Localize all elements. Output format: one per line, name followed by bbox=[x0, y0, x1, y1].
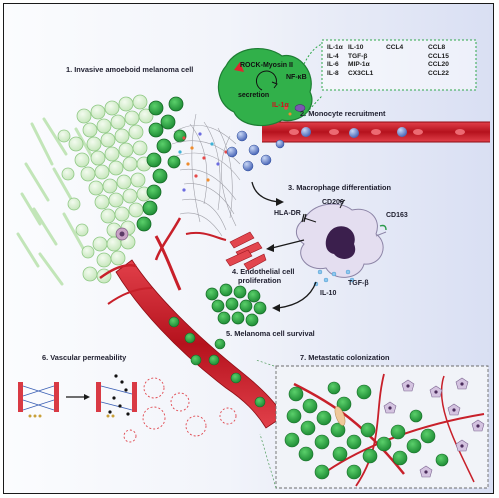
il1a-cell-label: IL-1α bbox=[272, 102, 289, 109]
cytokine: IL-1α bbox=[327, 44, 343, 51]
step-6-label: 6. Vascular permeability bbox=[42, 353, 127, 362]
diagram-panel: 1. Invasive amoeboid melanoma cell 2. Mo… bbox=[3, 3, 494, 494]
arrowhead bbox=[266, 244, 274, 252]
blood-vessel-diagonal bbox=[99, 217, 285, 429]
secretion-connector bbox=[303, 43, 323, 65]
tumor-cell-mass bbox=[57, 94, 154, 284]
surviving-melanoma-cells bbox=[205, 283, 267, 327]
rock-myosin-label: ROCK-Myosin II bbox=[240, 62, 293, 69]
cytokine: CCL8 bbox=[428, 44, 446, 51]
metastatic-colonization-panel bbox=[255, 359, 489, 489]
monocytes bbox=[226, 130, 285, 172]
cytokine-column-3: CCL4 bbox=[386, 44, 403, 53]
secreted-factors bbox=[178, 132, 228, 192]
macrophage bbox=[296, 199, 387, 278]
step-4-label-line2: proliferation bbox=[238, 276, 282, 285]
cytokine-column-1: IL-1α IL-4 IL-6 IL-8 bbox=[327, 44, 343, 79]
step-5-label: 5. Melanoma cell survival bbox=[226, 329, 315, 338]
cytokine-column-4: CCL8 CCL15 CCL20 CCL22 bbox=[428, 44, 449, 79]
cytokine: IL-6 bbox=[327, 61, 339, 69]
il10-label: IL-10 bbox=[320, 290, 337, 297]
cytokine: IL-4 bbox=[327, 52, 339, 60]
cytokine: CCL22 bbox=[428, 70, 449, 78]
cytokine: CCL4 bbox=[386, 44, 404, 51]
arrowhead bbox=[276, 198, 284, 206]
hla-dr-label: HLA-DR bbox=[274, 210, 301, 217]
blood-vessel-top bbox=[262, 121, 490, 143]
cytokine: CCL20 bbox=[428, 61, 449, 69]
cytokine: CX3CL1 bbox=[348, 70, 374, 78]
step-4-label: 4. Endothelial cell bbox=[232, 267, 295, 276]
invasive-front-cells bbox=[136, 96, 187, 232]
step-1-label: 1. Invasive amoeboid melanoma cell bbox=[66, 65, 194, 74]
secretion-label: secretion bbox=[238, 92, 270, 99]
secretion-connector-lower bbox=[303, 95, 323, 117]
cd163-label: CD163 bbox=[386, 212, 408, 219]
cd206-label: CD206 bbox=[322, 199, 344, 206]
cytokine-box bbox=[321, 39, 477, 91]
cytokine: MIP-1α bbox=[348, 61, 370, 69]
cytokine: TGF-β bbox=[348, 52, 368, 60]
step-3-label: 3. Macrophage differentiation bbox=[288, 183, 392, 192]
tgf-beta-label: TGF-β bbox=[348, 280, 369, 287]
diagram-artwork bbox=[16, 39, 490, 489]
amoeboid-melanoma-cell bbox=[217, 48, 313, 127]
leaky-vessel-outlines bbox=[123, 377, 237, 443]
arrow-to-survival bbox=[277, 281, 317, 309]
arrow-to-macrophage bbox=[251, 181, 281, 203]
apoptotic-cell bbox=[115, 227, 129, 241]
permeability-schematic bbox=[18, 374, 137, 418]
arrowhead bbox=[272, 304, 280, 312]
step-2-label: 2. Monocyte recruitment bbox=[300, 109, 386, 118]
cytokine: IL-8 bbox=[327, 70, 339, 78]
stromal-fibroblasts bbox=[16, 117, 98, 286]
arrow-to-endothelial bbox=[271, 239, 305, 249]
cytokine-column-2: IL-10 TGF-β MIP-1α CX3CL1 bbox=[348, 44, 373, 79]
endothelial-cells bbox=[225, 231, 267, 271]
step-7-label: 7. Metastatic colonization bbox=[300, 353, 390, 362]
nfkb-label: NF-κB bbox=[286, 74, 307, 81]
cytokine: CCL15 bbox=[428, 52, 449, 60]
cytokine: IL-10 bbox=[348, 44, 364, 51]
extracellular-matrix bbox=[171, 113, 241, 237]
